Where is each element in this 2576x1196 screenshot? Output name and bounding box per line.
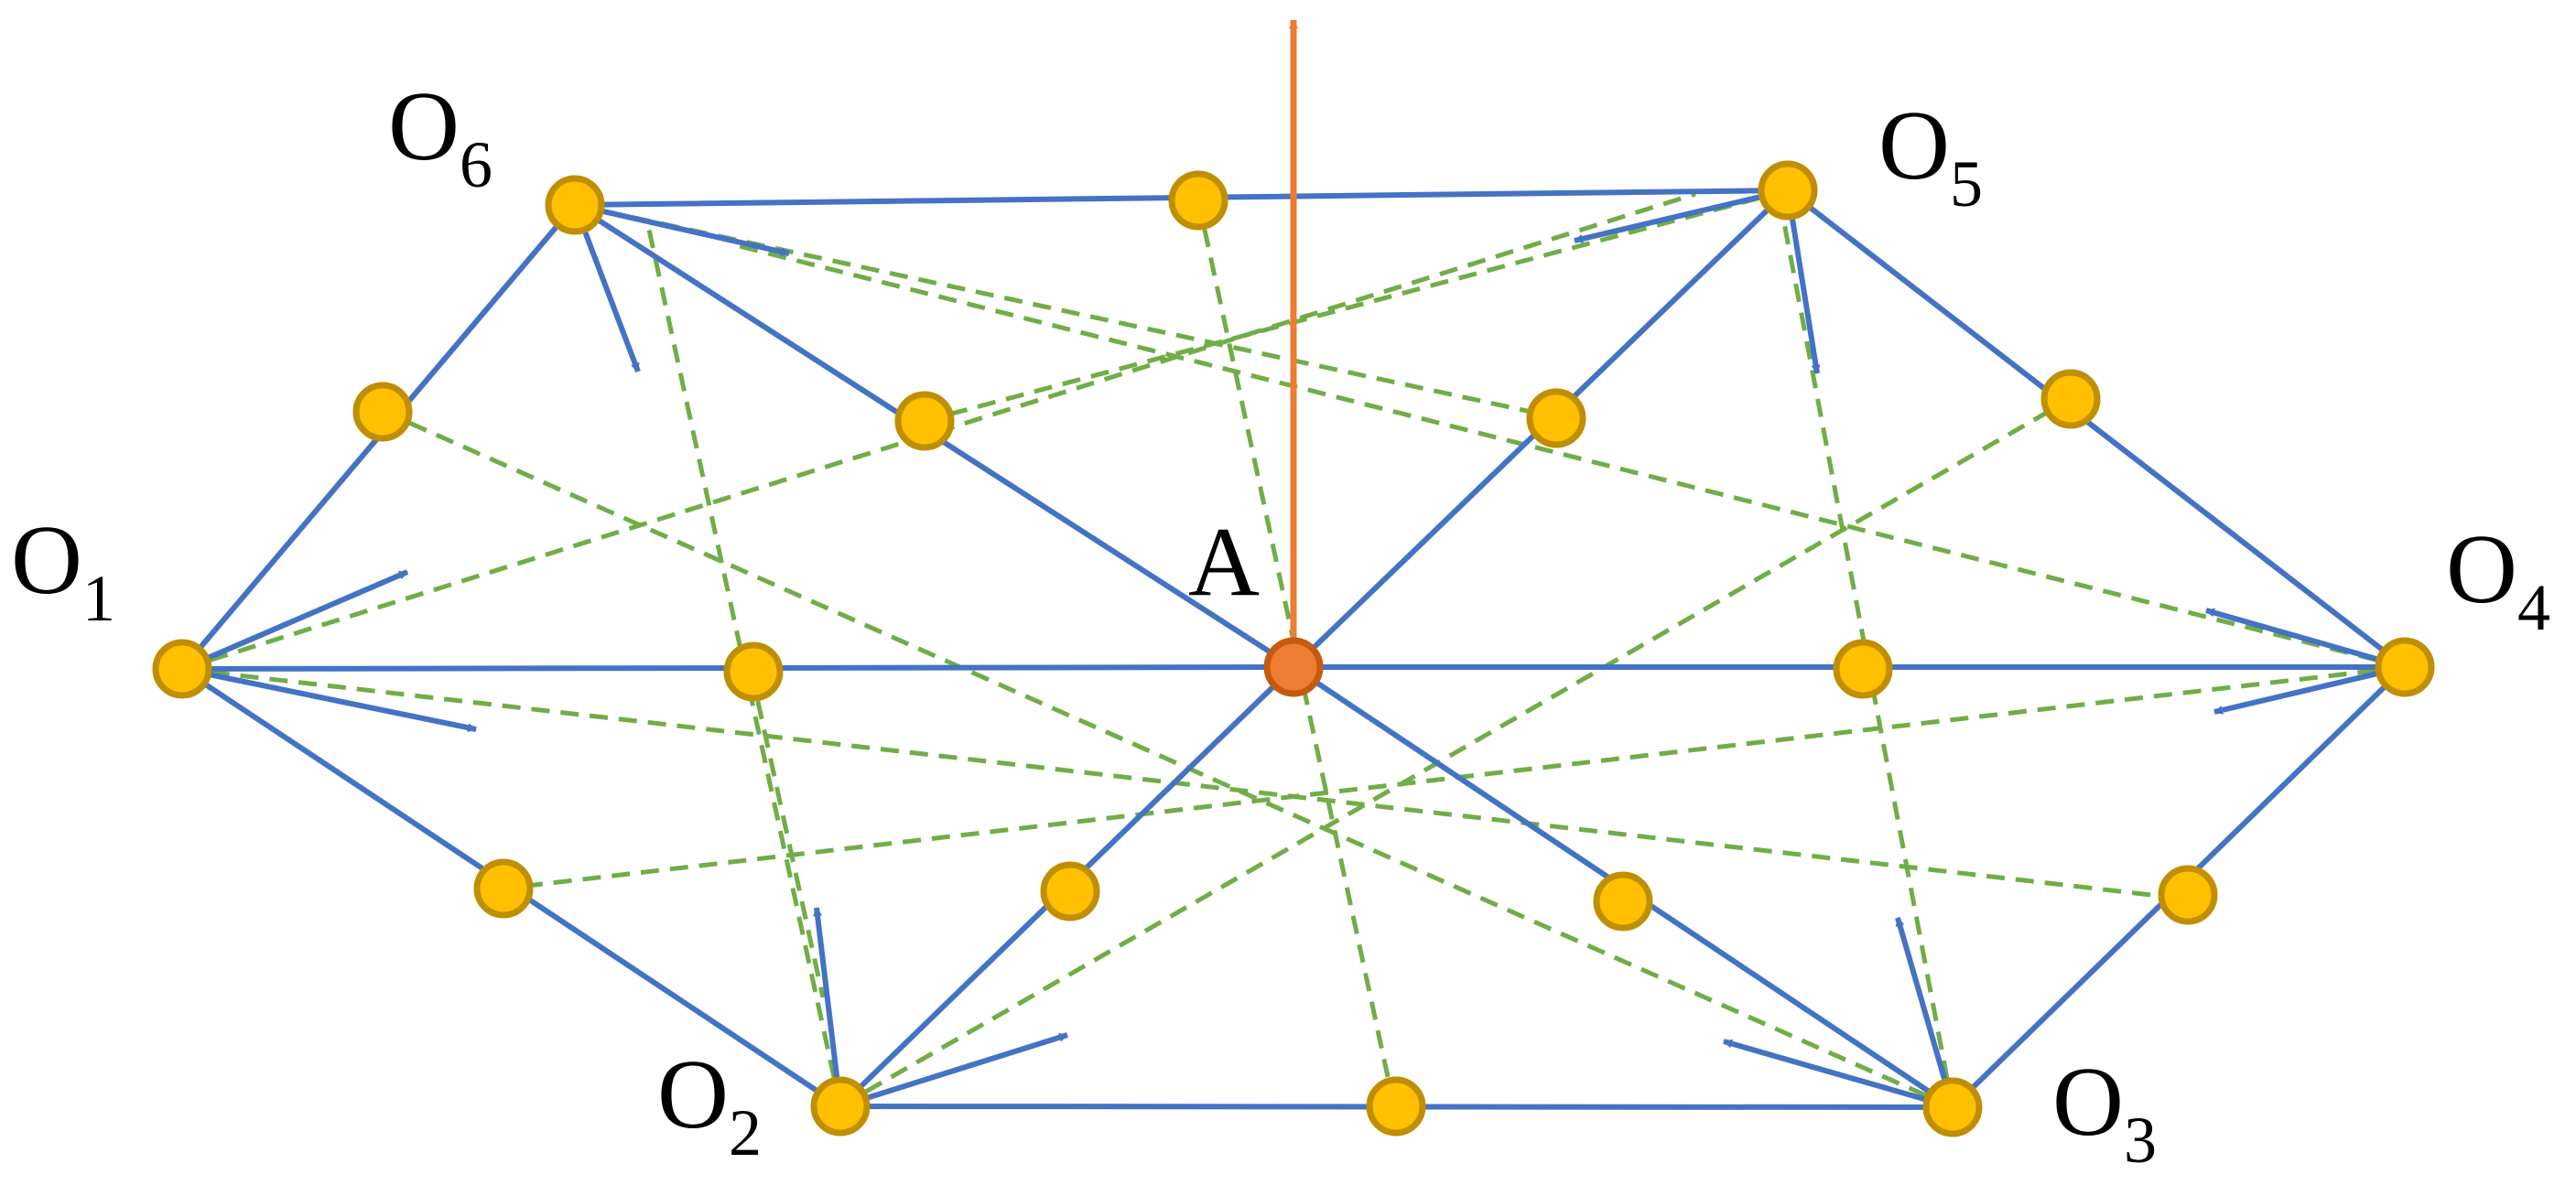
direction-arrow xyxy=(839,1032,1068,1109)
midpoint-node xyxy=(1833,639,1893,699)
labels: O1 O2 O3 O4 O5 O6 A xyxy=(11,72,2550,1177)
midpoint-node xyxy=(473,858,534,919)
midpoint-node xyxy=(2158,865,2218,925)
midpoint-node xyxy=(723,641,784,702)
nodes xyxy=(152,160,2435,1137)
label-a: A xyxy=(1188,508,1260,617)
center-node-a xyxy=(1263,637,1324,697)
vertex-node-o6 xyxy=(545,175,605,235)
label-o4: O4 xyxy=(2446,515,2550,644)
midpoint-node xyxy=(1168,170,1228,231)
dashed-line xyxy=(839,397,2071,1109)
vertex-node-o2 xyxy=(810,1076,871,1137)
direction-arrow xyxy=(181,666,477,733)
dashed-line xyxy=(503,664,2406,891)
label-o5: O5 xyxy=(1878,92,1983,221)
vertex-node-o4 xyxy=(2375,637,2435,697)
direction-arrow xyxy=(2205,608,2406,670)
dashed-line xyxy=(739,243,2406,670)
direction-arrow xyxy=(1785,189,1821,374)
dashed-line xyxy=(383,409,1954,1110)
label-o3: O3 xyxy=(2052,1048,2157,1177)
midpoint-node xyxy=(352,382,413,442)
midpoint-node xyxy=(2040,369,2101,429)
direction-arrow xyxy=(574,202,790,256)
vertex-node-o5 xyxy=(1758,160,1818,221)
direction-arrow xyxy=(2213,664,2406,715)
vertex-node-o1 xyxy=(152,639,212,699)
edge-o4-o5 xyxy=(1785,188,2408,670)
dashed-line xyxy=(749,672,826,998)
dashed-line xyxy=(1196,199,1397,1107)
label-o1: O1 xyxy=(11,506,115,635)
direction-arrow xyxy=(1574,188,1789,243)
direction-arrow xyxy=(180,569,409,672)
midpoint-node xyxy=(1593,871,1653,932)
midpoint-node xyxy=(1040,861,1100,921)
dashed-line xyxy=(181,666,2152,898)
direction-arrow xyxy=(1895,917,1955,1108)
vertex-node-o3 xyxy=(1922,1077,1983,1137)
midpoint-node xyxy=(1366,1076,1426,1137)
dashed-line xyxy=(574,202,1562,421)
label-o6: O6 xyxy=(388,72,492,201)
direction-arrows xyxy=(180,188,2406,1110)
label-o2: O2 xyxy=(657,1040,762,1169)
dashed-line xyxy=(924,188,1789,424)
direction-arrow xyxy=(1723,1039,1954,1110)
midpoint-node xyxy=(1526,388,1586,448)
midpoint-node xyxy=(894,391,955,451)
direction-arrow xyxy=(813,907,843,1107)
